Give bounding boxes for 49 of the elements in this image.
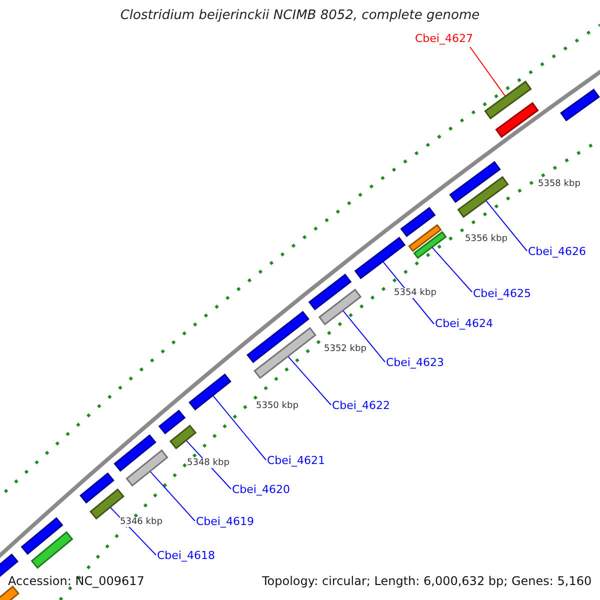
gene-block: [354, 236, 406, 280]
gene-block: [20, 517, 64, 555]
gene-block: [413, 231, 447, 259]
tick-label: 5350 kbp: [256, 401, 298, 412]
gene-block: [449, 161, 501, 203]
gene-block: [126, 449, 168, 487]
gene-block: [169, 424, 197, 450]
gene-block: [246, 310, 310, 364]
gene-label: Cbei_4623: [386, 357, 444, 370]
gene-block: [560, 88, 600, 122]
tick-label: 5356 kbp: [465, 234, 508, 244]
gene-block: [254, 326, 316, 380]
gene-block: [408, 224, 442, 252]
gene-block: [158, 410, 186, 434]
gene-label: Cbei_4626: [528, 246, 586, 259]
leader-line: [486, 200, 528, 252]
gene-block: [484, 80, 532, 120]
gene-block: [30, 531, 74, 569]
diagram-title: Clostridium beijerinckii NCIMB 8052, complete genome: [119, 9, 481, 24]
gene-label: Cbei_4619: [196, 516, 254, 529]
gene-label: Cbei_4621: [267, 455, 325, 468]
leader-line: [212, 395, 266, 460]
gene-block: [495, 102, 539, 138]
gene-block: [457, 176, 509, 218]
gene-label: Cbei_4620: [232, 484, 290, 497]
gene-label: Cbei_4624: [435, 318, 493, 331]
gene-block: [188, 373, 232, 411]
leader-line: [150, 471, 196, 522]
tick-label: 5352 kbp: [324, 344, 366, 354]
leader-line: [288, 356, 332, 406]
gene-label: Cbei_4618: [157, 550, 215, 563]
tick-label: 5348 kbp: [187, 458, 230, 468]
leader-line: [432, 247, 472, 292]
gene-block: [400, 206, 436, 238]
tick-label: 5346 kbp: [120, 517, 162, 528]
tick-label: 5358 kbp: [538, 179, 580, 190]
gene-label: Cbei_4627: [415, 33, 473, 46]
gene-block: [0, 585, 20, 600]
tick-label: 5354 kbp: [394, 288, 436, 298]
gene-block: [80, 472, 114, 504]
leader-line: [470, 46, 506, 96]
footer-text: Topology: circular; Length: 6,000,632 bp; Genes: 5,160: [262, 575, 592, 589]
gene-block: [114, 434, 156, 472]
gene-label: Cbei_4622: [332, 400, 390, 413]
gene-block: [308, 274, 352, 310]
gene-block: [318, 288, 362, 326]
leader-line: [342, 310, 386, 362]
gene-label: Cbei_4625: [473, 288, 531, 301]
footer-text: Accession: NC_009617: [8, 575, 144, 589]
